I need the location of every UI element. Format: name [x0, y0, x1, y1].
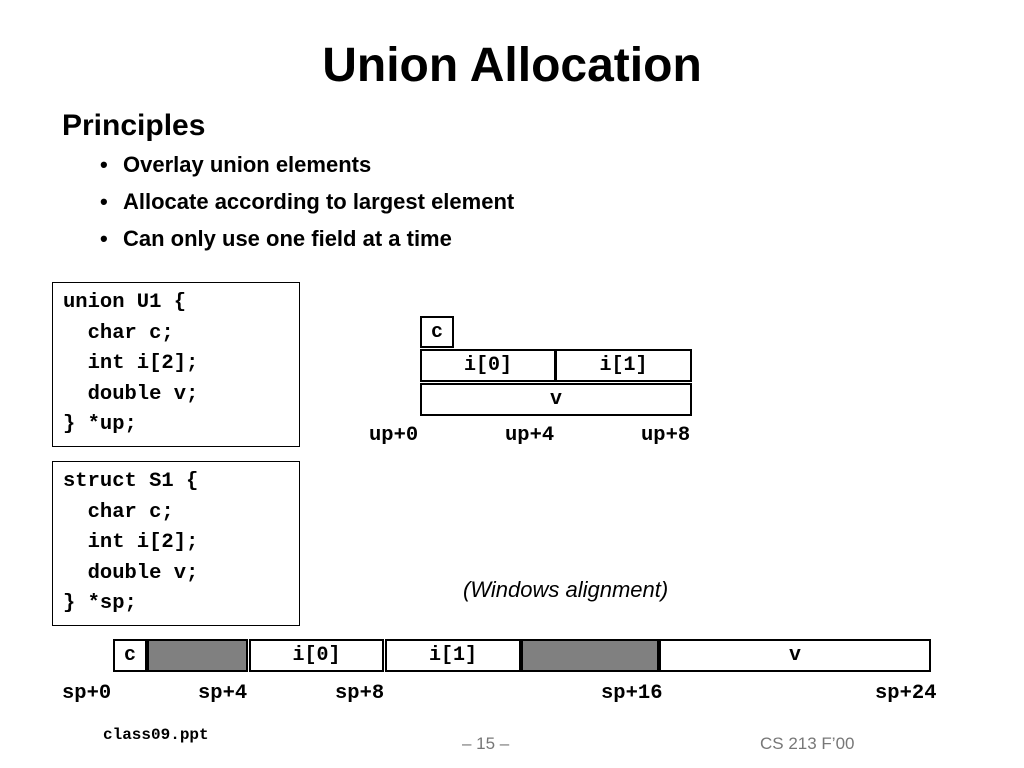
- code-line: char c;: [63, 500, 174, 524]
- slide-title: Union Allocation: [322, 39, 702, 92]
- union-cell-i0: i[0]: [420, 349, 556, 382]
- code-line: union U1 {: [63, 291, 187, 314]
- bullet-dot-icon: •: [100, 226, 108, 251]
- bullet-dot-icon: •: [100, 152, 108, 177]
- code-line: struct S1 {: [63, 470, 199, 493]
- footer-page-number: – 15 –: [462, 734, 510, 753]
- union-cell-v: v: [420, 383, 692, 416]
- union-offset-label: up+0: [369, 424, 419, 447]
- bullet-item: • Can only use one field at a time: [100, 226, 514, 263]
- struct-offset-label: sp+16: [601, 682, 663, 705]
- code-line: char c;: [63, 321, 174, 345]
- struct-padding-cell: [521, 639, 659, 672]
- code-line: int i[2];: [63, 352, 199, 375]
- struct-cell-i1: i[1]: [385, 639, 521, 672]
- bullet-dot-icon: •: [100, 189, 108, 214]
- bullet-text: Can only use one field at a time: [123, 226, 452, 251]
- alignment-note: (Windows alignment): [463, 577, 669, 602]
- footer-filename: class09.ppt: [103, 726, 209, 744]
- bullet-text: Allocate according to largest element: [123, 189, 515, 214]
- struct-offset-label: sp+0: [62, 682, 112, 705]
- struct-cell-v: v: [659, 639, 931, 672]
- struct-offset-label: sp+24: [875, 682, 937, 705]
- union-code-box: union U1 { char c; int i[2]; double v; } …: [52, 282, 300, 447]
- bullet-item: • Overlay union elements: [100, 152, 514, 189]
- struct-cell-i0: i[0]: [249, 639, 384, 672]
- struct-cell-c: c: [113, 639, 147, 672]
- code-line: double v;: [63, 382, 199, 406]
- section-heading: Principles: [62, 109, 206, 142]
- struct-padding-cell: [147, 639, 248, 672]
- struct-offset-label: sp+8: [335, 682, 385, 705]
- struct-code-box: struct S1 { char c; int i[2]; double v;}…: [52, 461, 300, 626]
- bullet-text: Overlay union elements: [123, 152, 372, 177]
- union-cell-c: c: [420, 316, 454, 348]
- bullet-item: • Allocate according to largest element: [100, 189, 514, 226]
- struct-offset-label: sp+4: [198, 682, 248, 705]
- principles-list: • Overlay union elements • Allocate accord…: [100, 152, 514, 263]
- code-line: } *up;: [63, 413, 137, 436]
- union-cell-i1: i[1]: [555, 349, 692, 382]
- code-line: int i[2];: [63, 531, 199, 554]
- code-line: } *sp;: [63, 592, 137, 615]
- code-line: double v;: [63, 561, 199, 585]
- union-offset-label: up+8: [641, 424, 691, 447]
- union-offset-label: up+4: [505, 424, 555, 447]
- footer-course: CS 213 F’00: [760, 734, 855, 753]
